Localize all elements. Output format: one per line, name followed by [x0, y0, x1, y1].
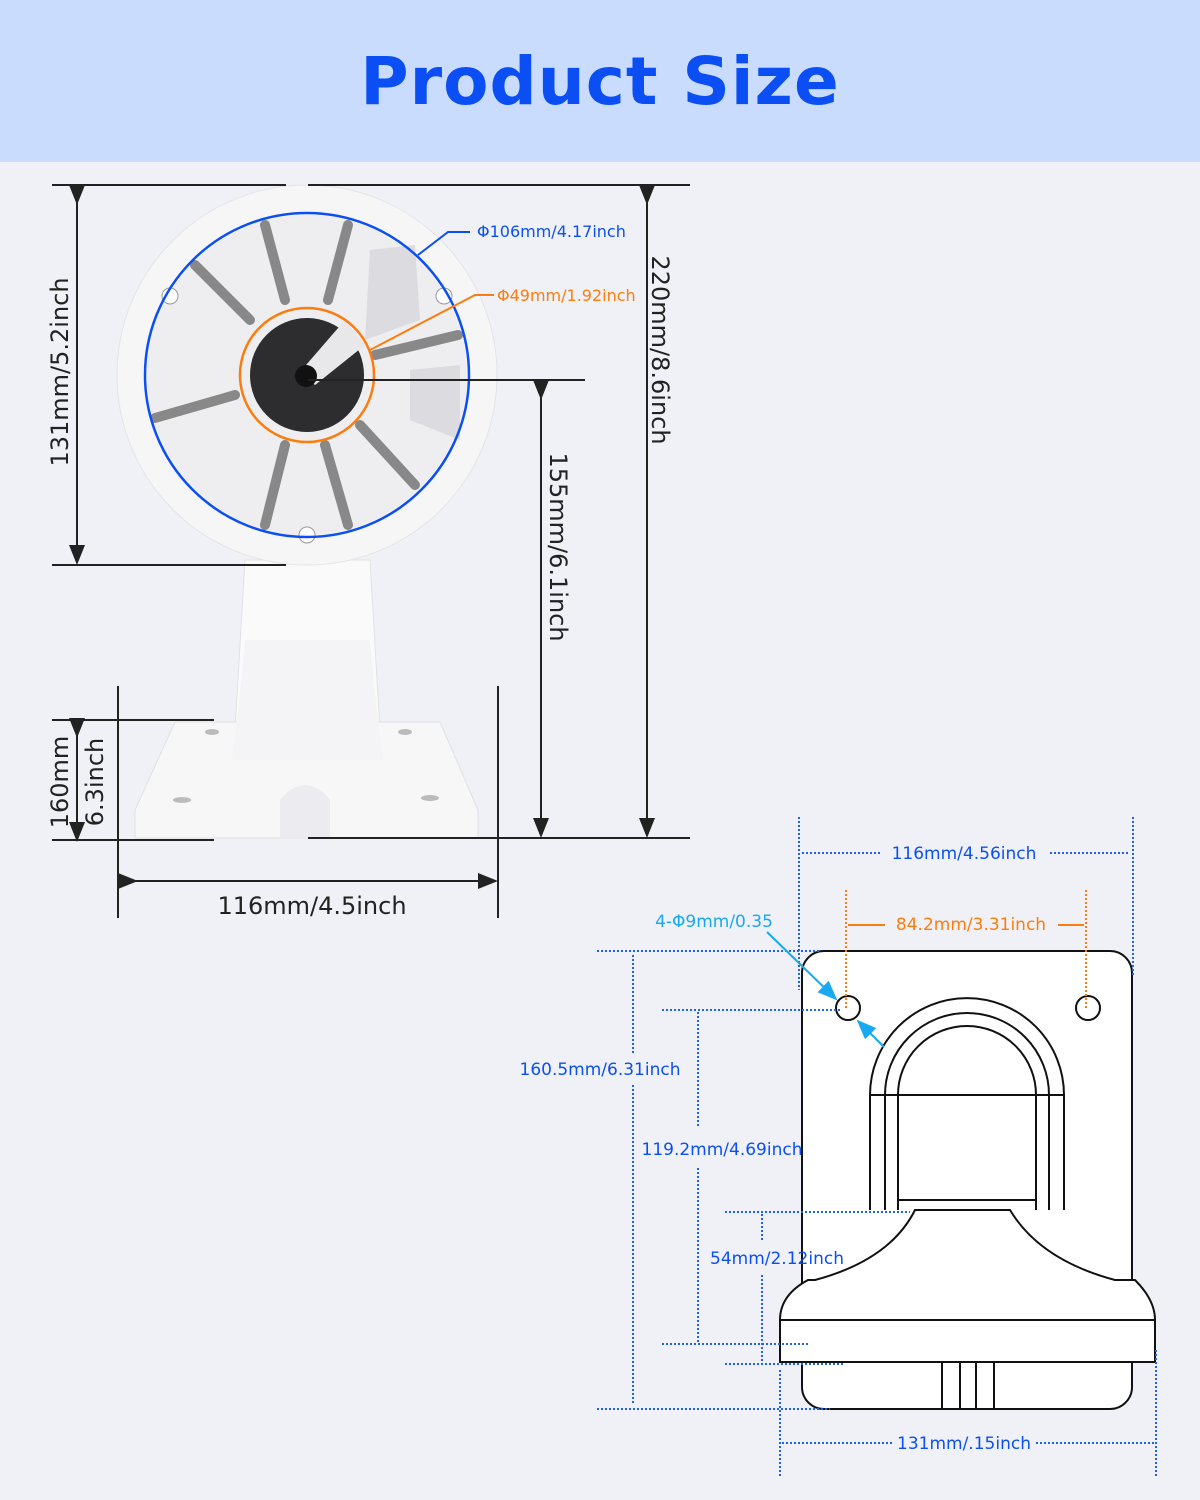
center-height-label: 155mm/6.1inch	[544, 452, 572, 641]
base-width-label: 116mm/4.5inch	[217, 892, 406, 920]
inner-diameter-label: Φ49mm/1.92inch	[497, 286, 636, 305]
base-height-mm-label: 160mm	[46, 736, 74, 829]
base-height-inch-label: 6.3inch	[81, 738, 109, 826]
holes-label: 4-Φ9mm/0.35	[655, 912, 773, 932]
top-diameter-label: Φ106mm/4.17inch	[477, 222, 626, 241]
bracket-side-view	[116, 184, 498, 839]
hole-arrow-in	[766, 931, 838, 1001]
bracket-bottom-drawing	[779, 950, 1156, 1410]
hole-spacing-label: 84.2mm/3.31inch	[896, 915, 1046, 935]
hole-spacing-lines	[845, 890, 1087, 1010]
bottom-blue-dimension-lines	[597, 817, 1157, 1478]
page-title: Product Size	[360, 42, 840, 120]
side-dimension-lines	[52, 184, 690, 918]
length-label: 160.5mm/6.31inch	[520, 1060, 681, 1080]
hole-to-base-label: 119.2mm/4.69inch	[642, 1140, 803, 1160]
total-height-label: 220mm/8.6inch	[646, 255, 674, 444]
hole-arrow-out	[856, 1019, 885, 1048]
neck-label: 54mm/2.12inch	[710, 1249, 844, 1269]
header-banner: Product Size	[0, 0, 1200, 162]
bottom-width-label: 116mm/4.56inch	[892, 844, 1037, 864]
top-height-label: 131mm/5.2inch	[46, 277, 74, 466]
cap-width-label: 131mm/.15inch	[897, 1434, 1031, 1454]
